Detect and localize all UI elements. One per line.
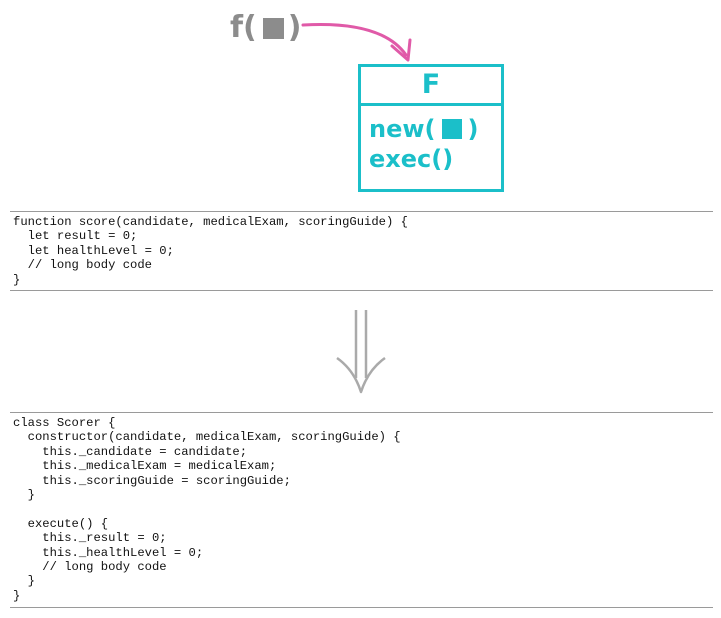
method-exec: exec() (369, 144, 501, 174)
code-line: // long body code (13, 560, 167, 575)
method-new-close: ) (467, 115, 479, 143)
code-line: } (13, 588, 21, 603)
code-line: } (13, 574, 35, 589)
function-call-close: ) (287, 10, 302, 45)
class-box-title: F (361, 67, 501, 106)
curved-arrow-icon (301, 23, 412, 62)
code-line: // long body code (13, 258, 152, 273)
function-call-name: f( (230, 10, 257, 45)
code-after-block: class Scorer { constructor(candidate, me… (10, 412, 713, 608)
code-line: let healthLevel = 0; (13, 243, 174, 258)
parameter-square-icon (262, 17, 284, 39)
class-box-methods: new( ) exec() (361, 106, 501, 174)
transform-arrow-head (336, 356, 386, 394)
code-before-text: function score(candidate, medicalExam, s… (13, 215, 710, 287)
double-down-arrow-icon (336, 310, 386, 394)
code-line: function score(candidate, medicalExam, s… (13, 215, 408, 229)
code-line: this._result = 0; (13, 531, 167, 546)
code-line: let result = 0; (13, 229, 138, 244)
function-call-label: f( ) (230, 8, 301, 48)
code-line: constructor(candidate, medicalExam, scor… (13, 430, 401, 445)
code-before-block: function score(candidate, medicalExam, s… (10, 211, 713, 291)
code-line: class Scorer { (13, 416, 116, 430)
method-new: new( ) (369, 114, 501, 144)
code-line: } (13, 272, 21, 287)
refactoring-diagram: f( ) F new( ) exec() (0, 0, 721, 200)
method-exec-name: exec() (369, 145, 454, 173)
code-line: this._candidate = candidate; (13, 444, 248, 459)
method-new-name: new( (369, 115, 436, 143)
parameter-square-icon (441, 119, 462, 139)
code-line: } (13, 488, 35, 503)
code-line: execute() { (13, 516, 109, 531)
code-after-text: class Scorer { constructor(candidate, me… (13, 416, 710, 603)
code-line: this._healthLevel = 0; (13, 545, 204, 560)
class-box: F new( ) exec() (358, 64, 504, 192)
call-arrow-path (301, 23, 408, 57)
code-line: this._scoringGuide = scoringGuide; (13, 473, 291, 488)
call-arrow-head (390, 38, 412, 62)
code-line: this._medicalExam = medicalExam; (13, 459, 277, 474)
